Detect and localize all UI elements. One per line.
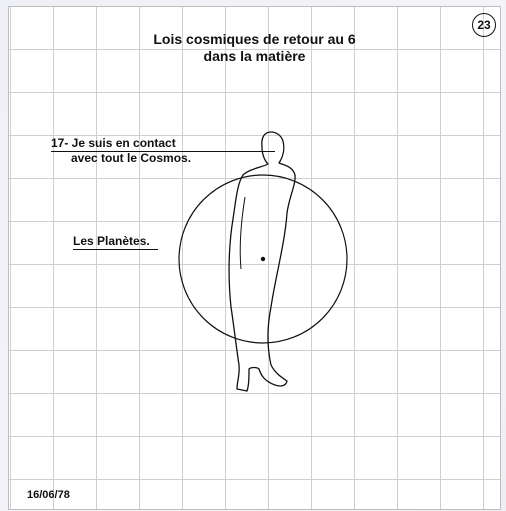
center-dot bbox=[261, 257, 265, 261]
date-stamp: 16/06/78 bbox=[27, 489, 70, 501]
cosmic-figure bbox=[9, 7, 501, 510]
cosmos-note-line-1: 17- Je suis en contact bbox=[51, 137, 275, 152]
human-silhouette bbox=[229, 132, 295, 391]
cosmos-note-line-2: avec tout le Cosmos. bbox=[51, 152, 275, 165]
cosmos-contact-note: 17- Je suis en contact avec tout le Cosm… bbox=[51, 137, 275, 165]
planets-note: Les Planètes. bbox=[73, 235, 158, 248]
planets-label: Les Planètes. bbox=[73, 234, 158, 250]
diagram-sheet: Lois cosmiques de retour au 6 dans la ma… bbox=[8, 6, 501, 510]
inner-arm-line bbox=[240, 197, 245, 269]
